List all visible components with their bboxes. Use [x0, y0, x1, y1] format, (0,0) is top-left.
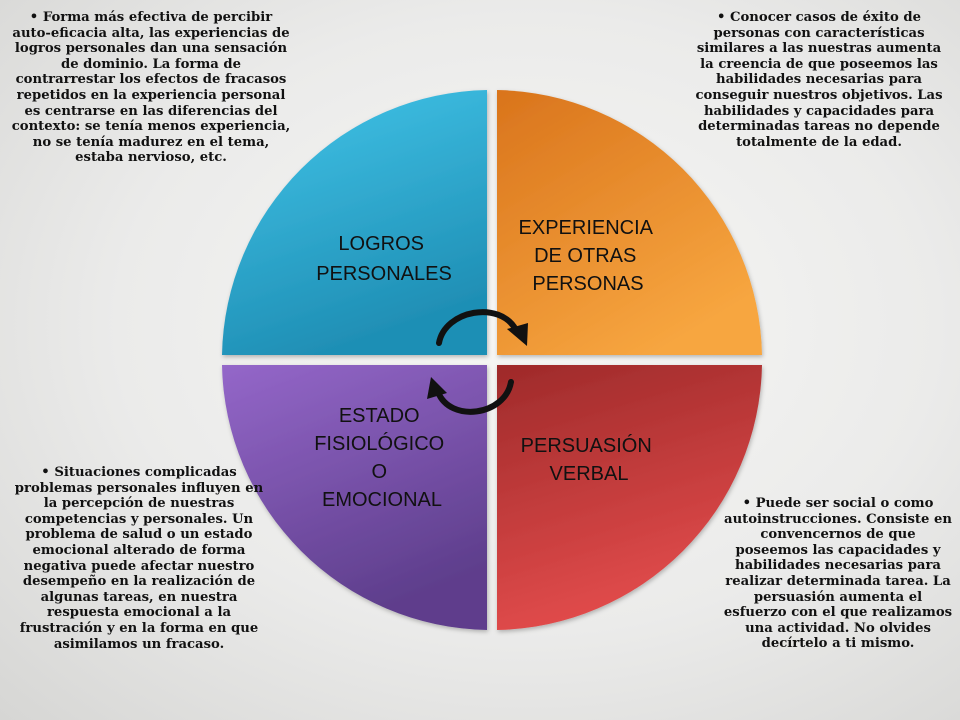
cycle-arrows-icon: [427, 309, 528, 415]
note-persuasion-verbal: • Puede ser social o como autoinstruccio…: [723, 496, 953, 652]
label-estado-fisiologico-emocional: ESTADO FISIOLÓGICO O EMOCIONAL: [314, 405, 450, 511]
quadrant-persuasion-verbal: [497, 365, 762, 630]
cycle-arrowhead-bottom: [427, 377, 447, 399]
note-experiencia-otras-personas: • Conocer casos de éxito de personas con…: [695, 10, 943, 150]
quadrant-experiencia-otras-personas: [497, 90, 762, 355]
note-estado-fisiologico: • Situaciones complicadas problemas pers…: [14, 465, 264, 652]
bullet-icon: •: [41, 465, 50, 480]
cycle-arrow-top: [436, 309, 519, 346]
bullet-icon: •: [742, 496, 751, 511]
bullet-icon: •: [716, 10, 726, 25]
note-logros-personales: • Forma más efectiva de percibir auto-ef…: [11, 10, 291, 166]
quadrant-estado-fisiologico: [222, 365, 487, 630]
cycle-arrow-bottom: [435, 379, 514, 415]
bullet-icon: •: [29, 10, 39, 25]
label-experiencia-otras-personas: EXPERIENCIA DE OTRAS PERSONAS: [519, 217, 658, 295]
quadrant-logros-personales: [222, 90, 487, 355]
cycle-arrowhead-top: [507, 323, 528, 346]
label-persuasion-verbal: PERSUASIÓN VERBAL: [521, 434, 658, 485]
label-logros-personales: LOGROS PERSONALES: [316, 233, 452, 285]
